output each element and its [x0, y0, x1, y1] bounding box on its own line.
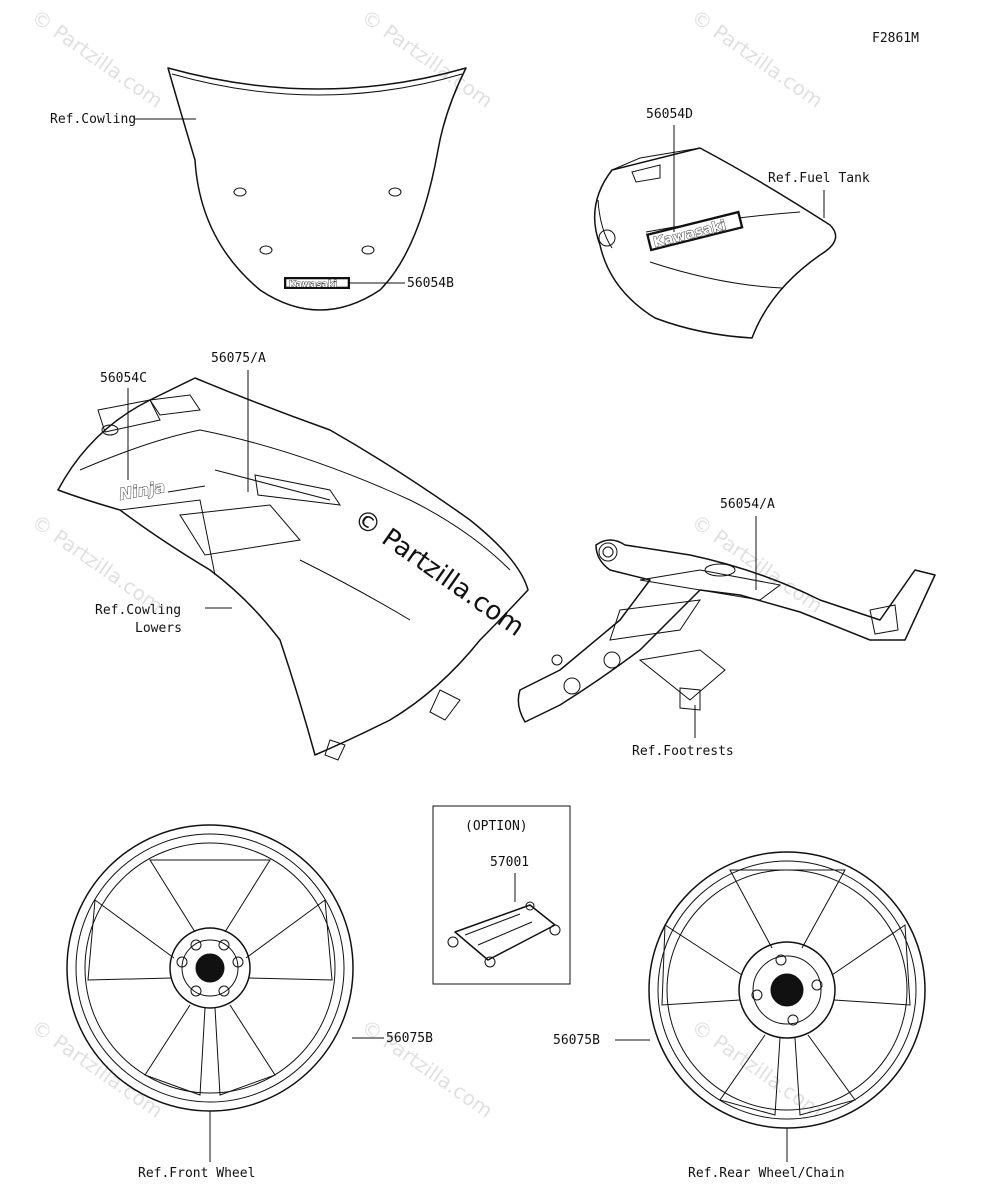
watermark-main: © Partzilla.com — [348, 503, 530, 643]
front-wheel-illustration — [66, 824, 354, 1112]
watermarks: © Partzilla.com © Partzilla.com © Partzi… — [27, 4, 827, 1122]
cowling-lowers-illustration — [57, 377, 529, 761]
watermark: © Partzilla.com — [357, 4, 497, 112]
label-ref-cowling: Ref.Cowling — [50, 112, 136, 127]
label-56075B-front: 56075B — [386, 1031, 433, 1046]
label-56054D: 56054D — [646, 107, 693, 122]
watermark: © Partzilla.com — [27, 509, 167, 617]
label-56054A: 56054/A — [720, 497, 775, 512]
tool-57001 — [454, 904, 556, 961]
kawasaki-decal-text: Kawasaki — [289, 280, 337, 290]
windscreen-illustration — [167, 67, 467, 311]
option-box: (OPTION) 57001 — [432, 805, 571, 985]
label-option: (OPTION) — [465, 819, 528, 834]
label-ref-cowling-lowers: Ref.Cowling — [95, 603, 181, 618]
label-57001: 57001 — [490, 855, 529, 870]
watermark: © Partzilla.com — [27, 4, 167, 112]
label-56075B-rear: 56075B — [553, 1033, 600, 1048]
watermark: © Partzilla.com — [687, 4, 827, 112]
label-ref-rear-wheel: Ref.Rear Wheel/Chain — [688, 1166, 845, 1181]
watermark: © Partzilla.com — [687, 509, 827, 617]
label-ref-fuel-tank: Ref.Fuel Tank — [768, 171, 870, 186]
figure-code: F2861M — [872, 31, 919, 46]
label-ref-front-wheel: Ref.Front Wheel — [138, 1166, 255, 1181]
label-ref-footrests: Ref.Footrests — [632, 744, 734, 759]
rear-wheel-illustration — [648, 851, 926, 1129]
ninja-decal-text: Ninja — [117, 477, 166, 504]
watermark: © Partzilla.com — [27, 1014, 167, 1122]
decal-56054B: Kawasaki — [284, 277, 350, 290]
decal-56054D: Kawasaki — [646, 210, 744, 252]
label-ref-cowling-lowers-2: Lowers — [135, 621, 182, 636]
label-56075A: 56075/A — [211, 351, 266, 366]
kawasaki-decal-text: Kawasaki — [652, 218, 728, 252]
label-56054C: 56054C — [100, 371, 147, 386]
decal-56054C: Ninja — [117, 477, 206, 504]
label-56054B: 56054B — [407, 276, 454, 291]
subframe-illustration — [517, 539, 936, 723]
